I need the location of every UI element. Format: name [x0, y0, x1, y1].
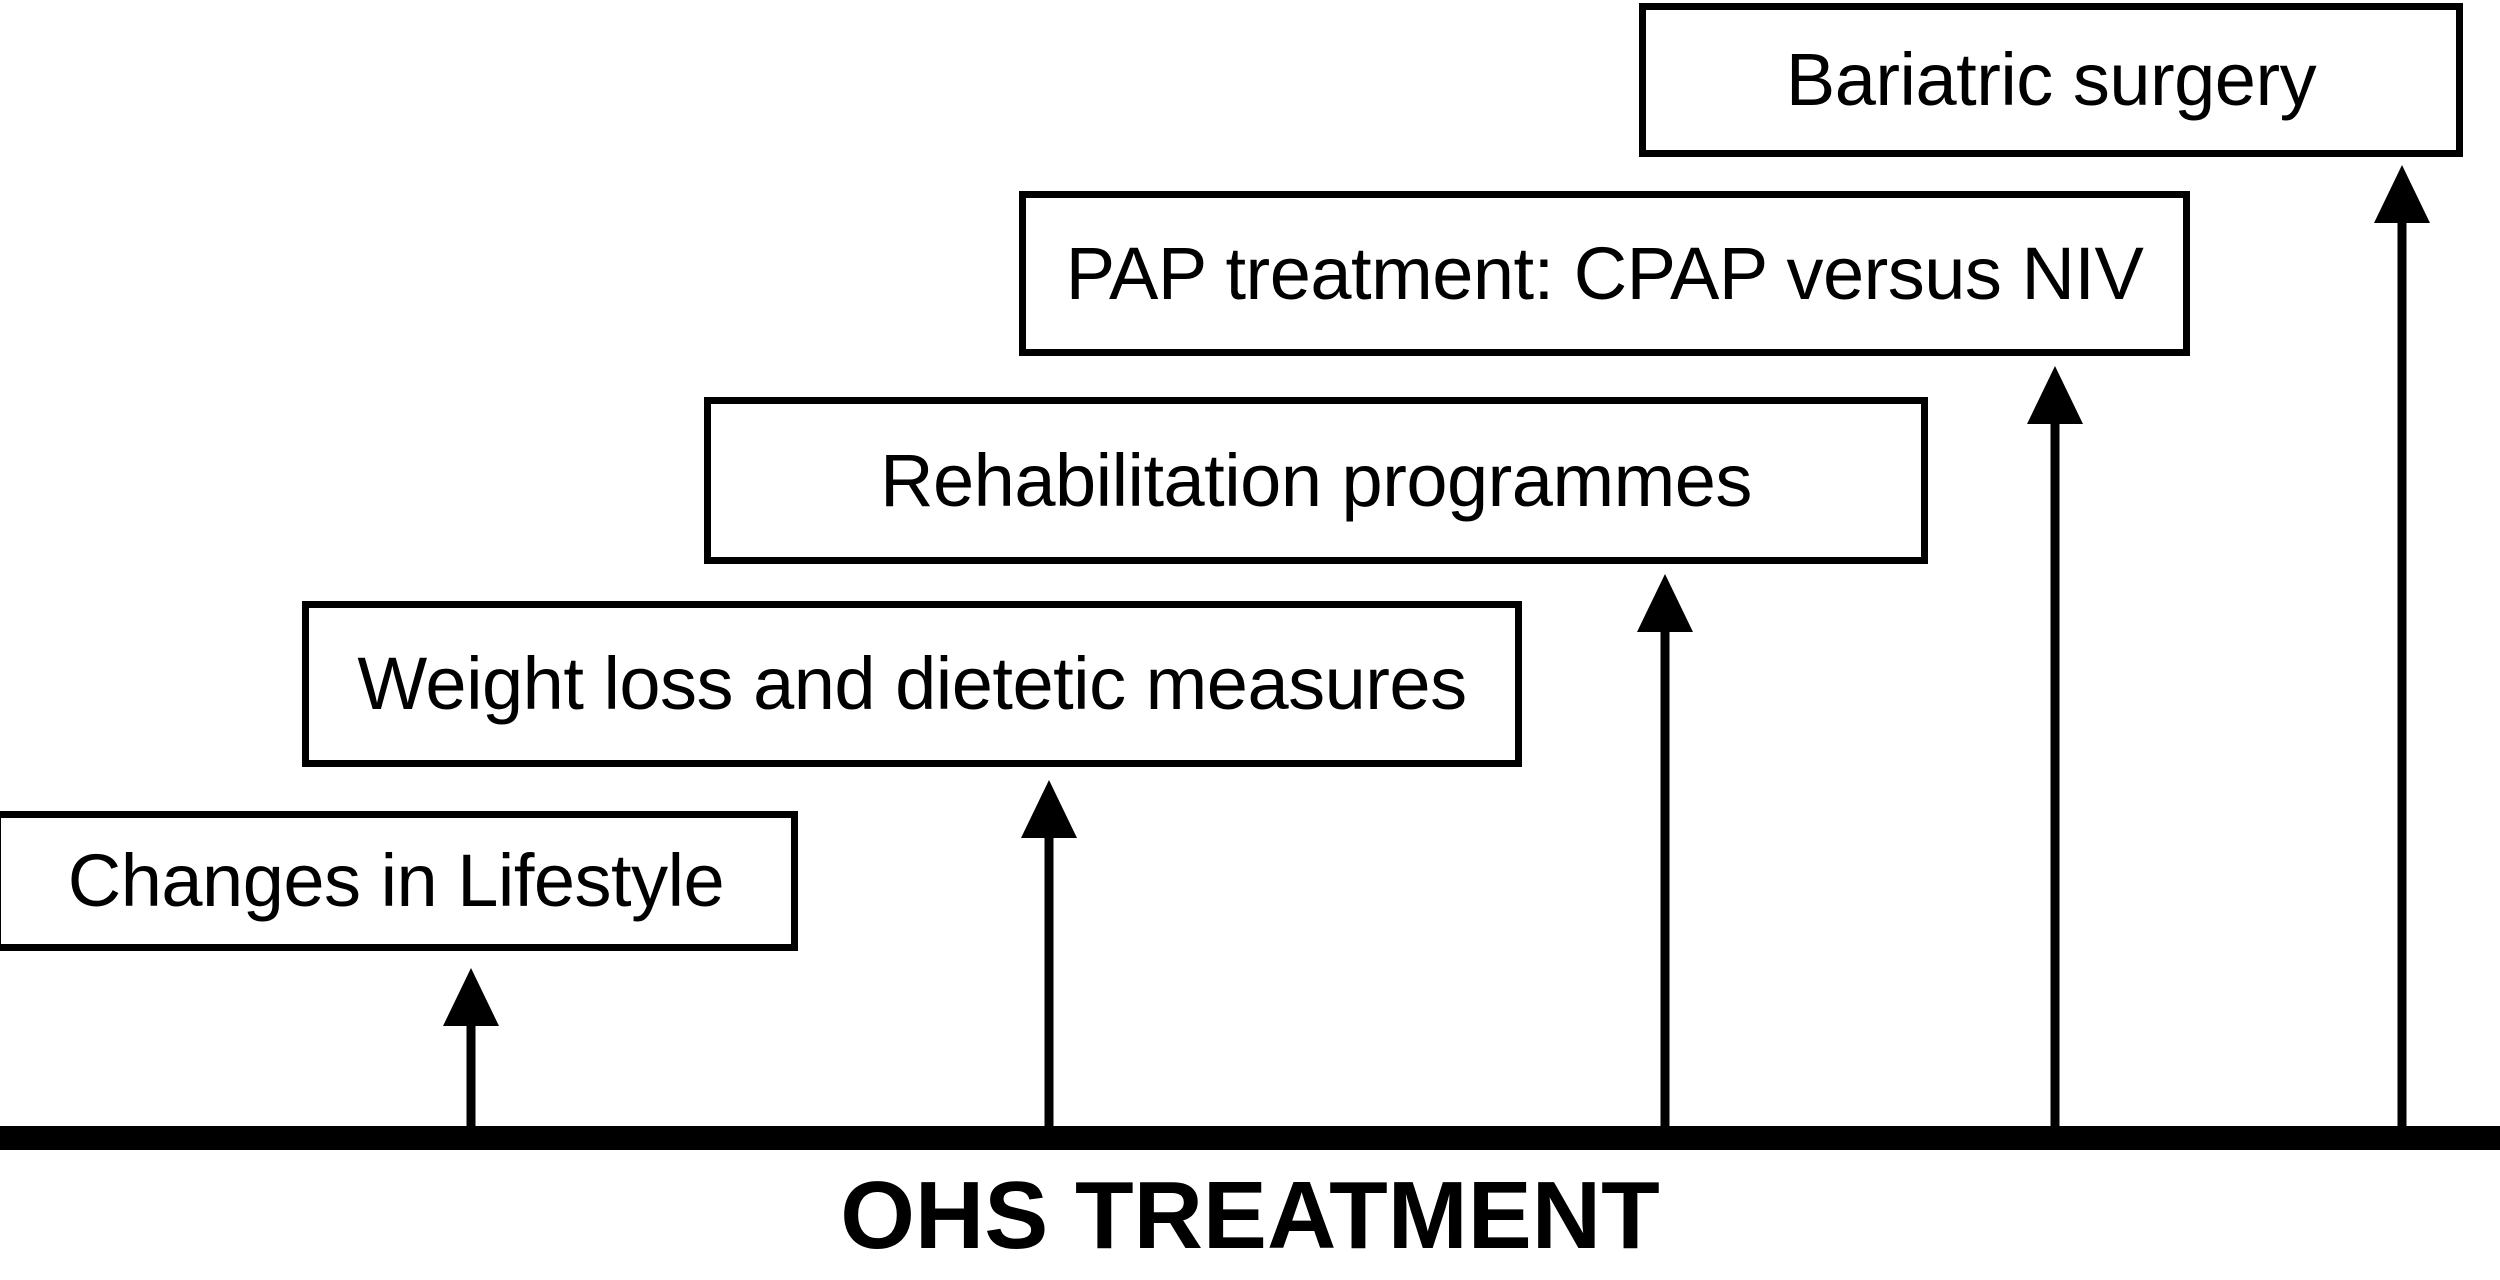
step-box-4[interactable]: PAP treatment: CPAP versus NIV — [1019, 191, 2190, 356]
step-box-2[interactable]: Weight loss and dietetic measures — [302, 601, 1522, 767]
step-arrow-4 — [2027, 366, 2083, 1132]
step-box-3[interactable]: Rehabilitation programmes — [704, 397, 1928, 564]
step-arrow-5 — [2374, 165, 2430, 1132]
step-box-label-5: Bariatric surgery — [1785, 38, 2317, 121]
step-box-label-2: Weight loss and dietetic measures — [357, 642, 1467, 725]
step-box-label-4: PAP treatment: CPAP versus NIV — [1065, 231, 2144, 315]
step-box-1[interactable]: Changes in Lifestyle — [0, 811, 798, 951]
diagram-footer-title: OHS TREATMENT — [840, 1162, 1660, 1269]
baseline-bar — [0, 1126, 2500, 1150]
step-arrow-1 — [443, 968, 499, 1132]
step-box-label-1: Changes in Lifestyle — [67, 839, 725, 922]
step-box-label-3: Rehabilitation programmes — [880, 438, 1752, 522]
step-arrow-3 — [1637, 574, 1693, 1132]
step-arrow-2 — [1021, 780, 1077, 1132]
step-box-5[interactable]: Bariatric surgery — [1639, 3, 2463, 157]
